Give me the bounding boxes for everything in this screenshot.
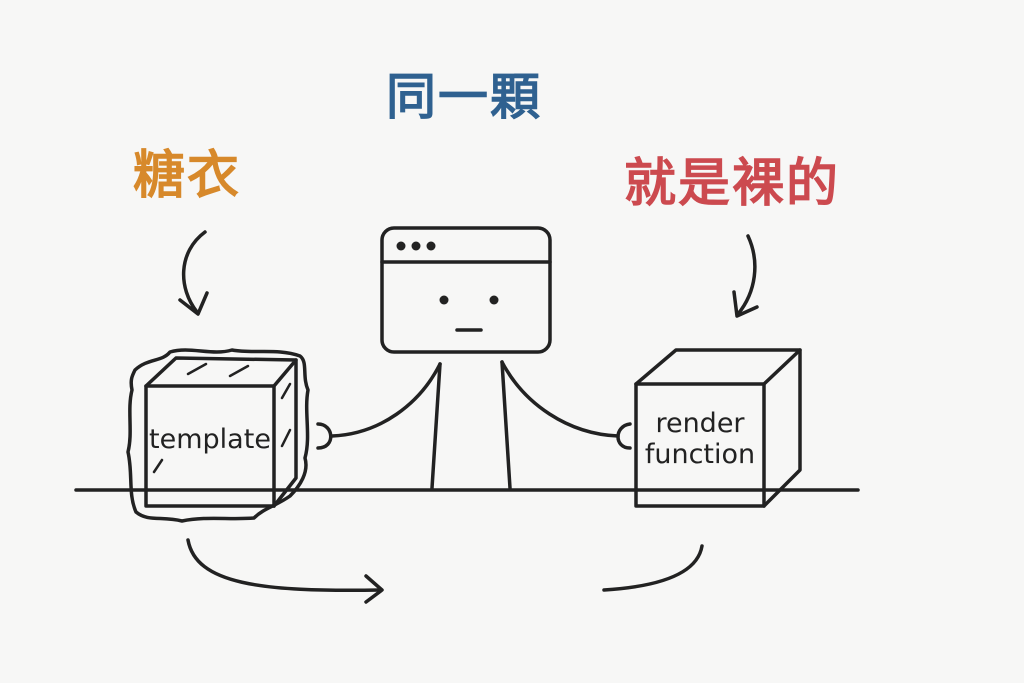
bottom-return-curve: [602, 544, 704, 592]
browser-head: [380, 226, 552, 354]
template-box: [126, 348, 310, 523]
window-dot: [426, 241, 436, 251]
left-arm: [330, 362, 442, 438]
right-arm: [500, 360, 620, 438]
right-hand: [616, 422, 632, 450]
render-function-box-label: render function: [640, 408, 760, 470]
bottom-right-arrow: [186, 538, 384, 604]
left-down-arrow: [178, 230, 209, 316]
template-box-label: template: [149, 424, 271, 455]
body-left: [430, 362, 442, 490]
right-eye: [489, 295, 499, 305]
window-dot: [396, 241, 406, 251]
left-hand: [316, 422, 333, 450]
heading-same-one: 同一顆: [386, 68, 542, 126]
window-dot: [411, 241, 421, 251]
render-function-line-2: function: [644, 439, 756, 471]
browser-character: [316, 226, 632, 490]
right-down-arrow: [732, 234, 759, 318]
body-right: [500, 360, 512, 490]
label-sugar-coating: 糖衣: [133, 146, 242, 206]
wrapper-outline: [126, 348, 310, 523]
left-eye: [439, 295, 449, 305]
render-function-line-1: render: [655, 408, 745, 439]
label-just-naked: 就是裸的: [624, 154, 841, 214]
render-function-box: [634, 348, 802, 508]
